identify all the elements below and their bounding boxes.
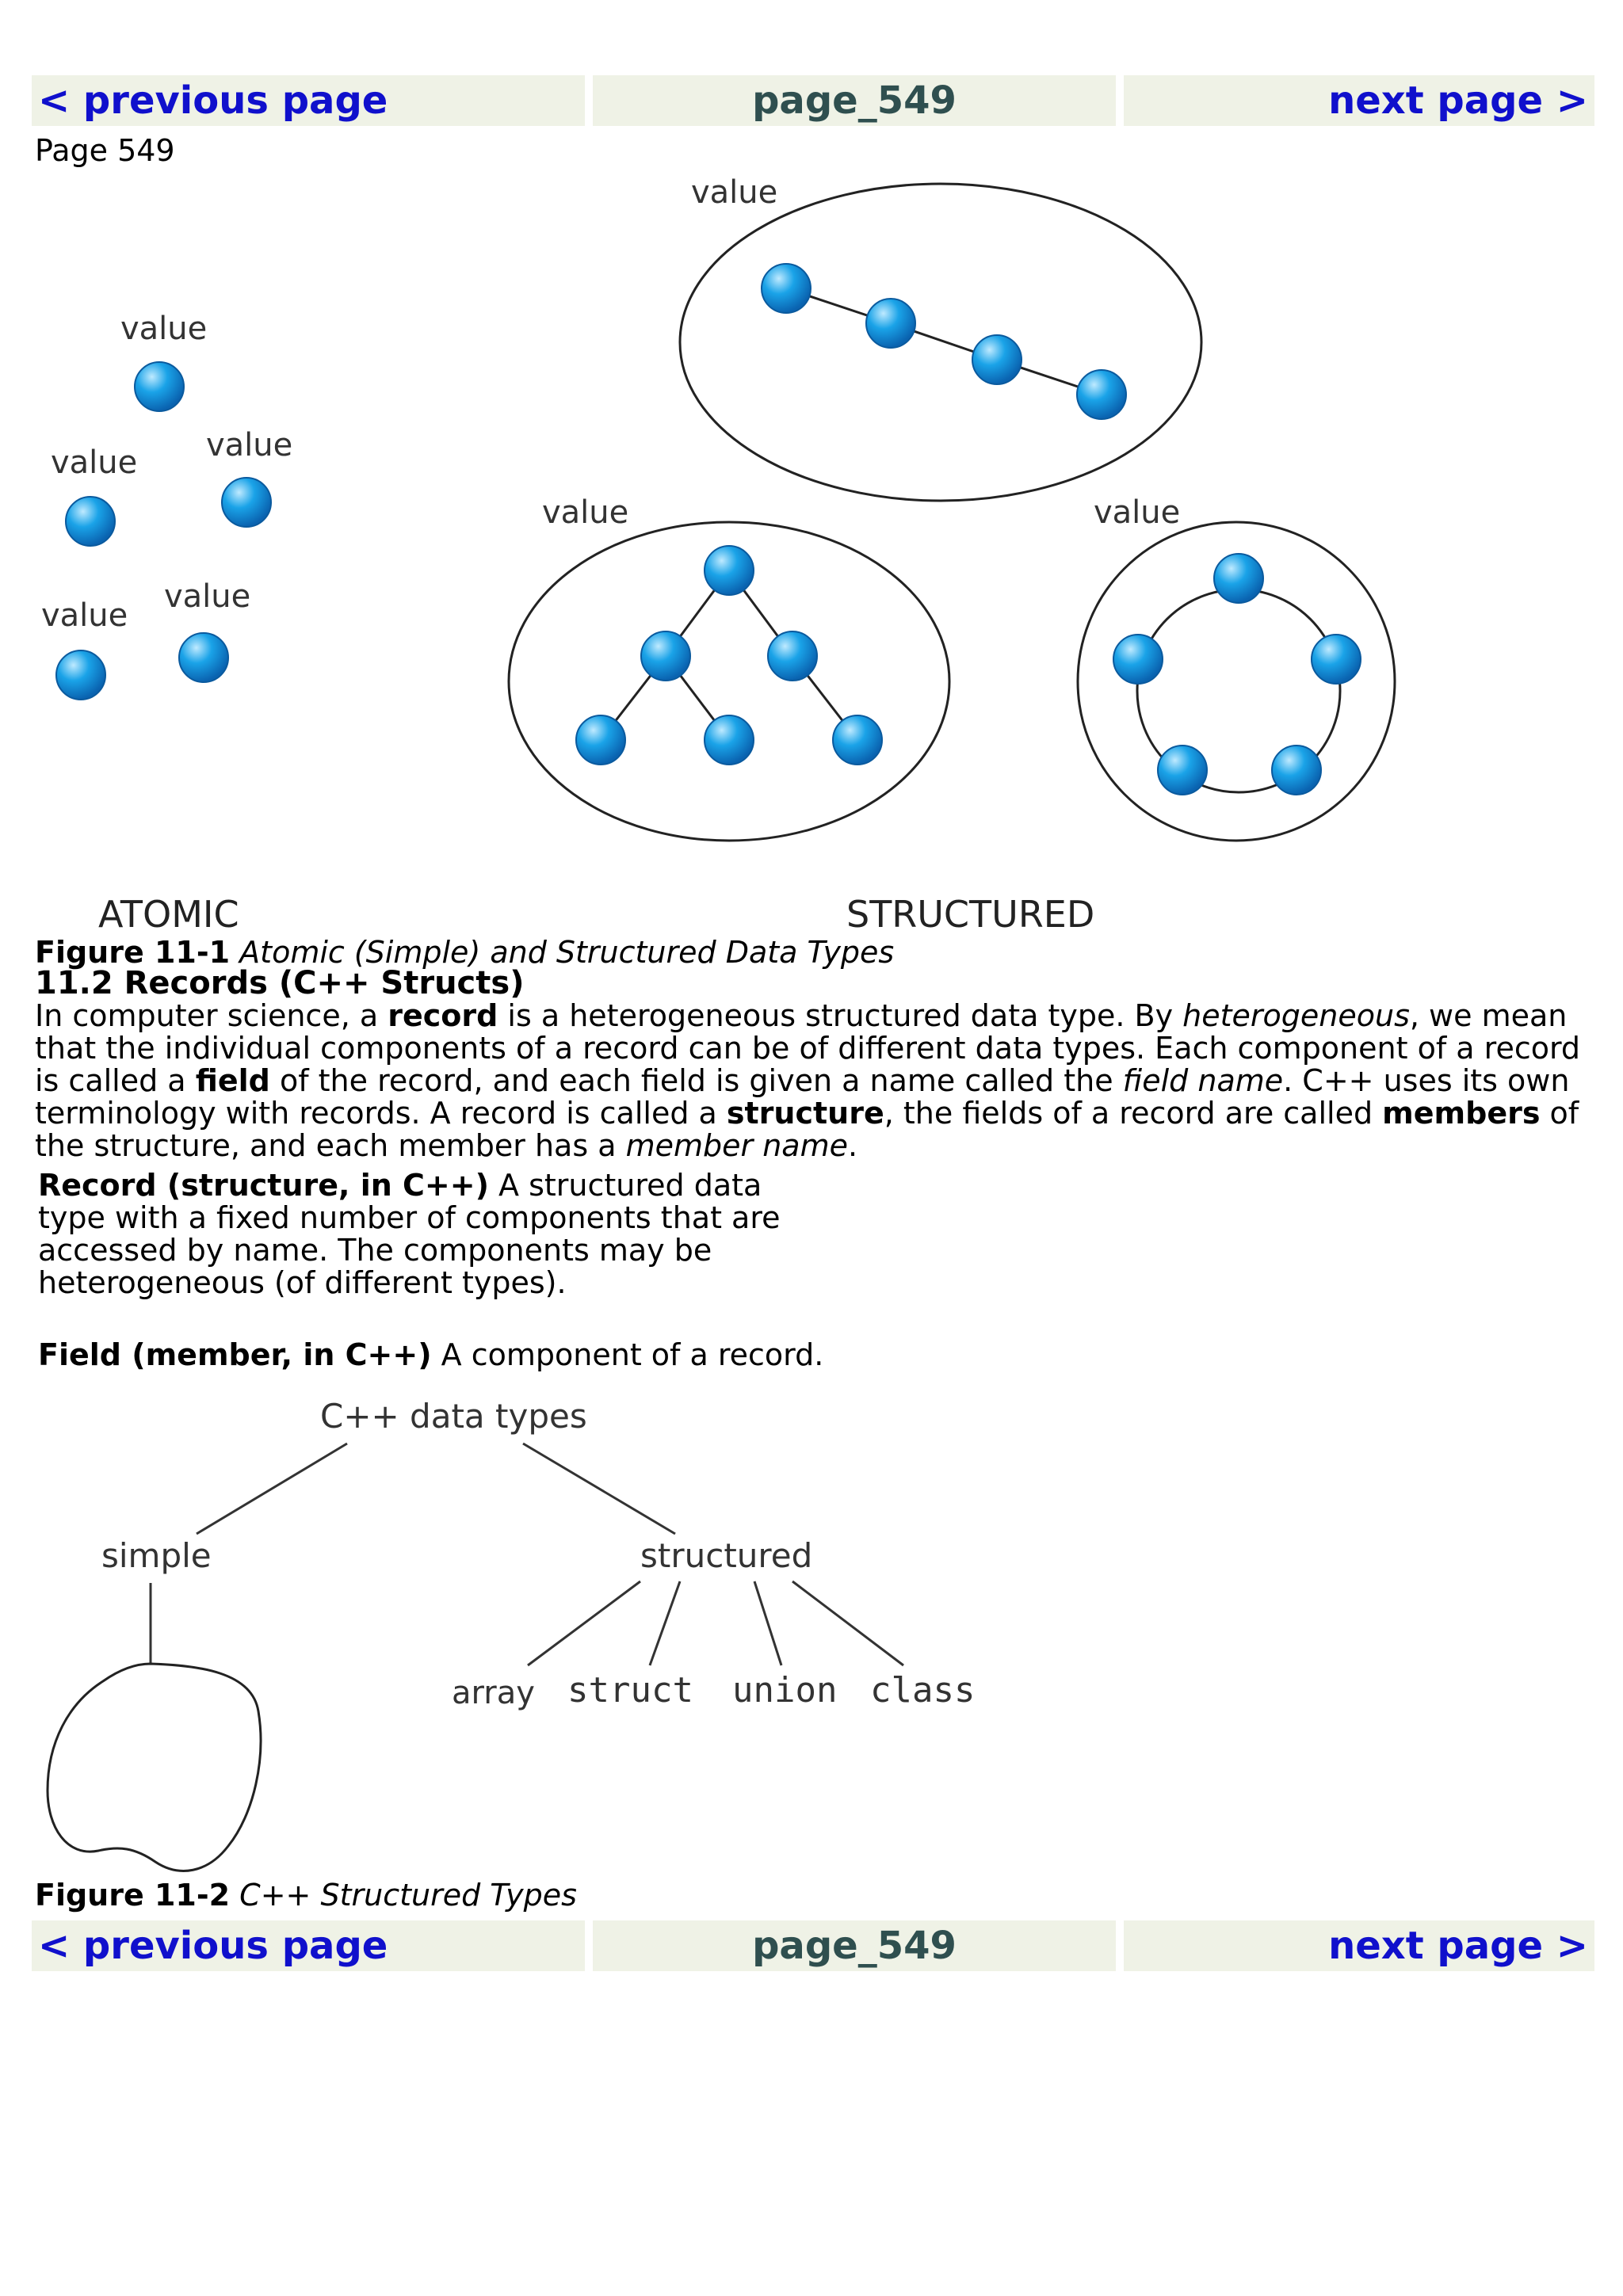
value-node xyxy=(640,631,691,681)
next-page-link[interactable]: next page > xyxy=(1124,75,1594,126)
child-struct: struct xyxy=(567,1670,693,1711)
structured-label: STRUCTURED xyxy=(846,893,1094,936)
value-node xyxy=(767,631,818,681)
previous-page-link[interactable]: < previous page xyxy=(32,75,585,126)
text-run: , we mean that the individual components… xyxy=(35,998,1581,1098)
ring-structure: value xyxy=(1076,494,1396,842)
tree-boundary xyxy=(507,521,951,842)
value-label: value xyxy=(120,311,207,347)
value-node xyxy=(832,715,883,765)
value-label: value xyxy=(41,597,128,634)
caption-number: Figure 11-2 xyxy=(35,1878,231,1913)
value-node xyxy=(1076,369,1127,420)
value-node xyxy=(1213,553,1264,604)
value-label: value xyxy=(51,444,137,481)
figure-11-2-caption: Figure 11-2 C++ Structured Types xyxy=(35,1878,577,1913)
definition-text: A component of a record. xyxy=(431,1337,824,1372)
section-heading: 11.2 Records (C++ Structs) xyxy=(35,965,525,1001)
top-navigation: < previous page page_549 next page > xyxy=(32,75,1594,126)
text-run: of the record, and each field is given a… xyxy=(269,1063,1123,1098)
page-id: page_549 xyxy=(593,75,1116,126)
caption-number: Figure 11-1 xyxy=(35,935,231,970)
value-node xyxy=(55,650,106,700)
page-id: page_549 xyxy=(593,1920,1116,1971)
figure-11-1-caption: Figure 11-1 Atomic (Simple) and Structur… xyxy=(35,935,894,970)
value-node xyxy=(704,715,754,765)
text-run: . C++ uses its own terminology with reco… xyxy=(35,1063,1570,1131)
term-members: members xyxy=(1382,1096,1541,1131)
term-field: field xyxy=(195,1063,270,1098)
text-run: of the structure, and each member has a xyxy=(35,1096,1579,1163)
text-run: is a heterogeneous structured data type.… xyxy=(498,998,1183,1033)
value-node xyxy=(761,263,812,314)
figure-11-2: C++ data types simple structured array s… xyxy=(46,1397,975,1872)
value-node xyxy=(1311,634,1361,685)
value-label: value xyxy=(691,174,777,211)
child-array: array xyxy=(452,1675,535,1711)
value-node xyxy=(972,334,1022,385)
value-node xyxy=(221,477,272,528)
tree-structure: value xyxy=(507,494,951,842)
value-node xyxy=(865,298,916,349)
bottom-navigation: < previous page page_549 next page > xyxy=(32,1920,1594,1971)
term-record: record xyxy=(388,998,498,1033)
child-union: union xyxy=(732,1670,837,1711)
text-run: , the fields of a record are called xyxy=(884,1096,1383,1131)
caption-text: Atomic (Simple) and Structured Data Type… xyxy=(239,935,895,970)
value-node xyxy=(575,715,626,765)
term-field-name: field name xyxy=(1122,1063,1284,1098)
definition-term: Field (member, in C++) xyxy=(38,1337,432,1372)
value-label: value xyxy=(164,578,250,615)
value-node xyxy=(704,545,754,596)
value-label: value xyxy=(1094,494,1180,531)
ring-boundary xyxy=(1076,521,1396,842)
page-label: Page 549 xyxy=(35,133,175,168)
atomic-label: ATOMIC xyxy=(98,893,239,936)
linear-structure: value xyxy=(678,174,1203,502)
simple-types-blob xyxy=(46,1662,262,1872)
simple-label: simple xyxy=(101,1536,212,1575)
value-node xyxy=(134,361,185,412)
definition-field: Field (member, in C++) A component of a … xyxy=(38,1339,989,1371)
linear-boundary xyxy=(678,182,1203,502)
term-structure: structure xyxy=(726,1096,884,1131)
text-run: In computer science, a xyxy=(35,998,388,1033)
text-run: . xyxy=(847,1128,858,1163)
definition-term: Record (structure, in C++) xyxy=(38,1168,489,1203)
definition-text: A structured data type with a fixed numb… xyxy=(38,1168,781,1300)
atomic-values: value value value value value xyxy=(41,311,292,700)
definition-record: Record (structure, in C++) A structured … xyxy=(38,1169,783,1299)
body-paragraph: In computer science, a record is a heter… xyxy=(35,1000,1588,1162)
value-node xyxy=(178,632,229,683)
value-node xyxy=(1113,634,1163,685)
value-node xyxy=(1157,745,1208,795)
child-class: class xyxy=(870,1670,975,1711)
previous-page-link[interactable]: < previous page xyxy=(32,1920,585,1971)
figure-11-1: value value value value value value valu… xyxy=(41,174,1396,936)
value-node xyxy=(1271,745,1322,795)
term-heterogeneous: heterogeneous xyxy=(1182,998,1410,1033)
value-node xyxy=(65,496,116,547)
next-page-link[interactable]: next page > xyxy=(1124,1920,1594,1971)
value-label: value xyxy=(542,494,628,531)
structured-node-label: structured xyxy=(640,1536,812,1575)
tree-root-label: C++ data types xyxy=(320,1397,587,1436)
caption-text: C++ Structured Types xyxy=(239,1878,577,1913)
term-member-name: member name xyxy=(625,1128,848,1163)
value-label: value xyxy=(206,427,292,463)
